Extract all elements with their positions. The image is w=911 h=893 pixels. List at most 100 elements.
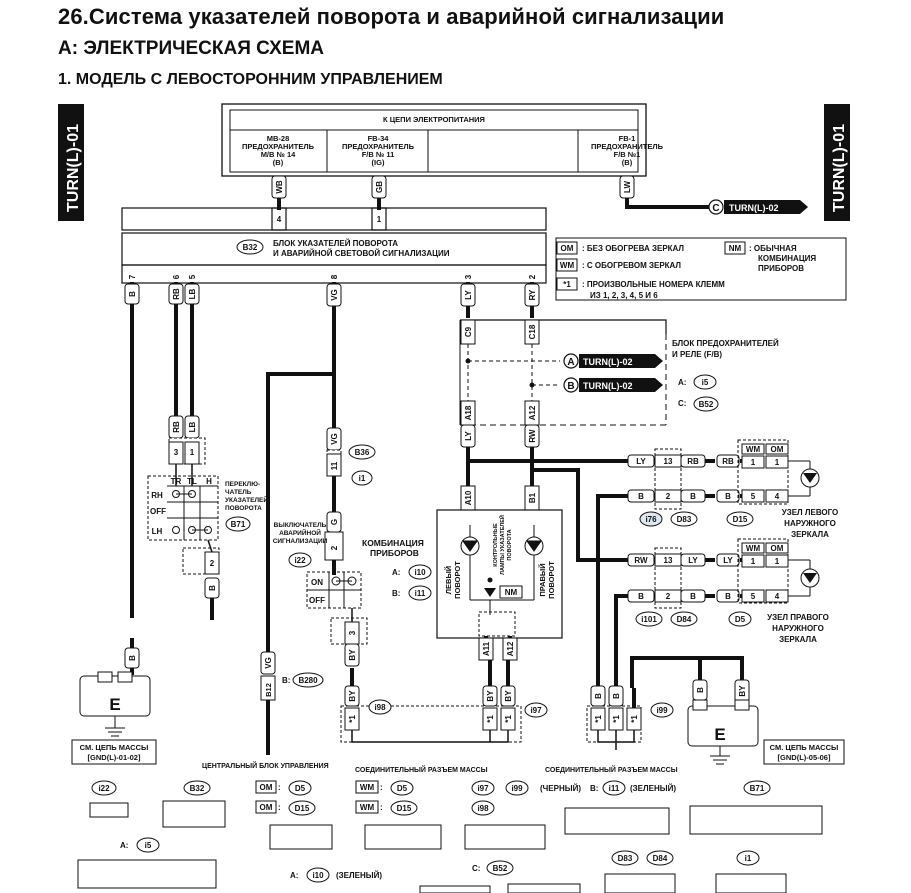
fuse-block-label-2: И РЕЛЕ (F/B) [672,350,722,359]
svg-text:OM: OM [260,783,273,792]
hazard-label: ВЫКЛЮЧАТЕЛЬ АВАРИЙНОЙ СИГНАЛИЗАЦИИ [273,522,328,545]
svg-text:4: 4 [277,215,282,224]
mirror-connectors [654,439,820,609]
svg-text:WM: WM [360,803,375,812]
svg-text:BY: BY [348,649,357,661]
svg-text:СОЕДИНИТЕЛЬНЫЙ РАЗЪЕМ МАССЫ: СОЕДИНИТЕЛЬНЫЙ РАЗЪЕМ МАССЫ [355,765,488,774]
svg-text:(ЧЕРНЫЙ): (ЧЕРНЫЙ) [540,784,581,793]
svg-text:D84: D84 [677,615,692,624]
svg-text:G: G [330,519,339,525]
svg-text:B: B [725,492,731,501]
svg-text:i99: i99 [656,706,668,715]
svg-text:B: B [638,492,644,501]
svg-text:D5: D5 [735,615,746,624]
svg-text:WM: WM [560,261,575,270]
svg-text:[GND(L)-05-06]: [GND(L)-05-06] [778,753,831,762]
power-title: К ЦЕПИ ЭЛЕКТРОПИТАНИЯ [383,115,485,124]
svg-text:B: B [128,291,137,297]
flasher-conn-badge: B32 [236,239,264,255]
svg-text:LB: LB [188,288,197,299]
svg-text:C9: C9 [464,326,473,337]
svg-text:УЗЕЛ ПРАВОГО: УЗЕЛ ПРАВОГО [767,613,829,622]
svg-text:2: 2 [210,559,215,568]
ground-left [79,671,151,737]
svg-text:[GND(L)-01-02]: [GND(L)-01-02] [88,753,141,762]
svg-text:OM: OM [561,244,574,253]
svg-text:FB-34: FB-34 [368,134,390,143]
svg-text:BY: BY [486,690,495,702]
svg-text:B52: B52 [699,400,714,409]
svg-text:OM: OM [771,544,784,553]
svg-text:BY: BY [348,690,357,702]
svg-text:E: E [109,695,120,714]
svg-text:RB: RB [172,288,181,300]
svg-text:i22: i22 [294,556,306,565]
svg-text::: : [380,783,383,792]
svg-text:1: 1 [775,557,780,566]
svg-text:A:: A: [290,871,298,880]
ground-note-left: СМ. ЦЕПЬ МАССЫ [GND(L)-01-02] [71,739,157,765]
power-supply-box [221,103,647,177]
svg-text:ПРЕДОХРАНИТЕЛЬ: ПРЕДОХРАНИТЕЛЬ [342,142,415,151]
turn-switch-label: ПЕРЕКЛЮ- ЧАТЕЛЬ УКАЗАТЕЛЕЙ ПОВОРОТА [225,481,268,512]
svg-text:ПОВОРОТ: ПОВОРОТ [547,561,556,599]
svg-text:КОНТРОЛЬНЫЕ: КОНТРОЛЬНЫЕ [493,523,499,567]
svg-text:B:: B: [392,589,400,598]
central-unit-label: ЦЕНТРАЛЬНЫЙ БЛОК УПРАВЛЕНИЯ [202,761,329,770]
turn-signal-switch [147,437,220,575]
svg-text:: ПРОИЗВОЛЬНЫЕ НОМЕРА КЛЕММ: : ПРОИЗВОЛЬНЫЕ НОМЕРА КЛЕММ [582,280,725,289]
svg-text:СОЕДИНИТЕЛЬНЫЙ РАЗЪЕМ МАССЫ: СОЕДИНИТЕЛЬНЫЙ РАЗЪЕМ МАССЫ [545,765,678,774]
svg-text:13: 13 [664,556,673,565]
svg-text:B71: B71 [231,520,246,529]
svg-text:RB: RB [722,457,734,466]
svg-text:C:: C: [472,864,480,873]
model-title: 1. МОДЕЛЬ С ЛЕВОСТОРОННИМ УПРАВЛЕНИЕМ [58,71,443,88]
svg-text:i101: i101 [641,615,657,624]
svg-text:ПРЕДОХРАНИТЕЛЬ: ПРЕДОХРАНИТЕЛЬ [591,142,664,151]
svg-text:ПРИБОРОВ: ПРИБОРОВ [758,264,804,273]
svg-text:F/B №1: F/B №1 [614,150,641,159]
svg-text:ЧАТЕЛЬ: ЧАТЕЛЬ [225,489,252,496]
svg-text:C18: C18 [528,324,537,339]
svg-text:D5: D5 [397,784,408,793]
svg-text:i5: i5 [702,378,709,387]
svg-text:A:: A: [120,841,128,850]
svg-text:*1: *1 [612,715,621,723]
central-unit [260,675,276,701]
xref-b[interactable]: B TURN(L)-02 [563,377,663,393]
svg-text:ПЕРЕКЛЮ-: ПЕРЕКЛЮ- [225,481,260,488]
svg-text:1: 1 [751,557,756,566]
svg-text:ЛАМПЫ УКАЗАТЕЛЕЙ: ЛАМПЫ УКАЗАТЕЛЕЙ [498,515,506,575]
xref-a[interactable]: A TURN(L)-02 [563,353,663,369]
svg-text:LW: LW [623,181,632,193]
svg-text:НАРУЖНОГО: НАРУЖНОГО [784,519,836,528]
svg-text:i98: i98 [477,804,489,813]
left-mirror-label: УЗЕЛ ЛЕВОГО НАРУЖНОГО ЗЕРКАЛА [782,508,839,539]
svg-text:TURN(L)-02: TURN(L)-02 [583,357,633,367]
svg-text:H: H [206,477,212,486]
svg-text:ПРАВЫЙ: ПРАВЫЙ [538,563,547,596]
svg-text:B36: B36 [355,448,370,457]
svg-text:E: E [714,725,725,744]
svg-text:1: 1 [751,458,756,467]
svg-text:(IG): (IG) [372,158,385,167]
svg-text:i22: i22 [98,784,110,793]
combination-meter [436,485,563,661]
svg-text:LY: LY [723,556,733,565]
ground-right [687,699,759,765]
svg-text:RW: RW [634,556,648,565]
right-mirror-label: УЗЕЛ ПРАВОГО НАРУЖНОГО ЗЕРКАЛА [767,613,829,644]
svg-text:OM: OM [260,803,273,812]
svg-text:B280: B280 [298,676,318,685]
svg-text:B: B [638,592,644,601]
svg-text:RH: RH [151,491,163,500]
svg-text:WB: WB [275,180,284,194]
wires [130,176,760,755]
svg-text:ЗЕРКАЛА: ЗЕРКАЛА [779,635,817,644]
right-side-tag: TURN(L)-01 [824,104,850,221]
svg-text:B:: B: [282,676,290,685]
svg-text:RY: RY [528,289,537,300]
svg-text:i10: i10 [414,568,426,577]
xref-c[interactable]: C TURN(L)-02 [708,199,808,215]
